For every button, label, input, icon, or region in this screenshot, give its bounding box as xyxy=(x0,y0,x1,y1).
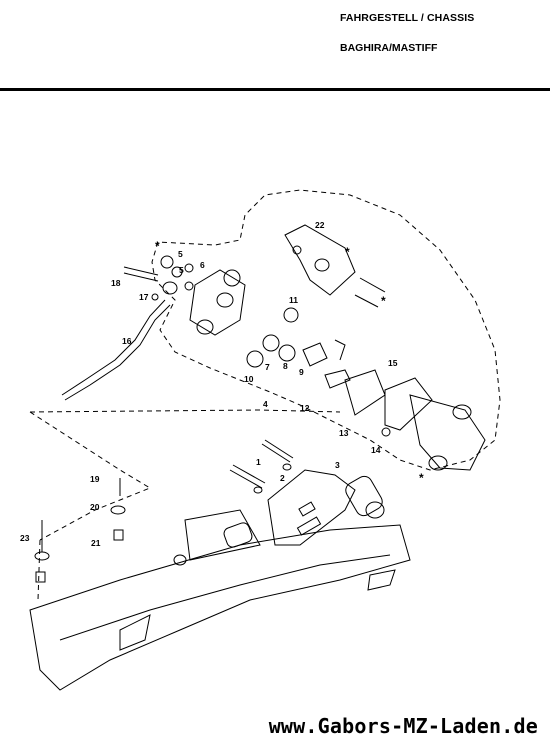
brake-hose xyxy=(64,304,171,401)
caliper-carrier xyxy=(409,394,486,471)
callout-15: 15 xyxy=(388,358,398,368)
asterisk-marker: * xyxy=(419,471,424,485)
callout-14: 14 xyxy=(371,445,381,455)
callout-17: 17 xyxy=(139,292,149,302)
callout-8: 8 xyxy=(283,361,288,371)
callout-2: 2 xyxy=(280,473,285,483)
brake-pad-13 xyxy=(344,369,386,416)
callout-23: 23 xyxy=(20,533,30,543)
callout-22: 22 xyxy=(315,220,325,230)
callout-6: 6 xyxy=(200,260,205,270)
bolt-1b xyxy=(261,443,291,463)
leader-4 xyxy=(29,409,341,413)
callout-12: 12 xyxy=(300,403,310,413)
callout-3: 3 xyxy=(335,460,340,470)
asterisk-marker: * xyxy=(155,239,160,253)
bolt-1 xyxy=(229,469,263,489)
callout-21: 21 xyxy=(91,538,101,548)
callout-5: 5 xyxy=(178,249,183,259)
asterisk-marker: * xyxy=(381,294,386,308)
swing-arm xyxy=(29,524,411,691)
header-model: BAGHIRA/MASTIFF xyxy=(340,42,438,54)
brake-pad-15 xyxy=(384,377,433,431)
callout-13: 13 xyxy=(339,428,349,438)
callout-7: 7 xyxy=(265,362,270,372)
callout-20: 20 xyxy=(90,502,100,512)
bolt-22a xyxy=(359,277,386,293)
footer-website-url[interactable]: www.Gabors-MZ-Laden.de xyxy=(268,714,538,738)
plate-22 xyxy=(284,224,356,296)
asterisk-marker: * xyxy=(345,245,350,259)
exploded-parts-diagram: 22 18 17 5 6 5 11 16 7 8 9 10 15 4 12 13… xyxy=(20,189,501,691)
callout-19: 19 xyxy=(90,474,100,484)
callout-10: 10 xyxy=(244,374,254,384)
callout-11: 11 xyxy=(289,295,298,305)
piston xyxy=(302,342,328,367)
callout-1: 1 xyxy=(256,457,261,467)
header-divider xyxy=(0,88,550,91)
callout-5b: 5 xyxy=(179,265,184,275)
callout-18: 18 xyxy=(111,278,121,288)
callout-16: 16 xyxy=(122,336,132,346)
assembly-boundary xyxy=(151,189,501,471)
header-title-chassis: FAHRGESTELL / CHASSIS xyxy=(340,12,475,24)
caliper-body xyxy=(189,269,246,336)
callout-4: 4 xyxy=(263,399,268,409)
bolt-18 xyxy=(123,266,159,276)
callout-9: 9 xyxy=(299,367,304,377)
